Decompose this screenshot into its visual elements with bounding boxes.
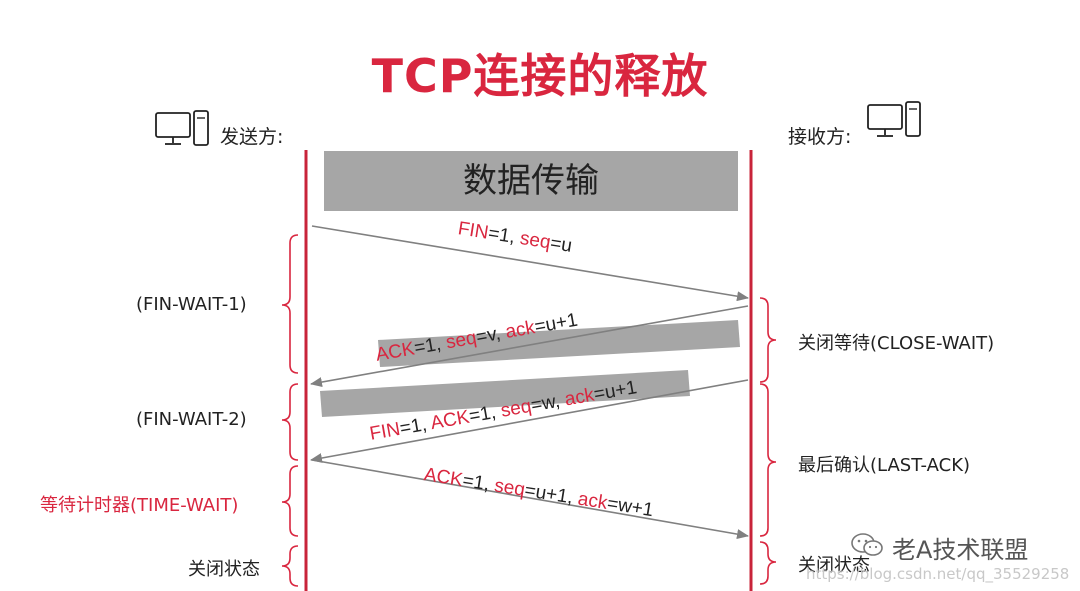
brace-close-wait <box>759 297 777 383</box>
url-watermark: https://blog.csdn.net/qq_35529258 <box>806 565 1070 583</box>
brace-fin-wait-1 <box>281 234 299 374</box>
fin-value: =1, <box>398 413 433 440</box>
ack-flag-value: =1, <box>461 470 497 497</box>
fin-flag: FIN <box>456 218 490 244</box>
sender-label: 发送方: <box>220 126 284 148</box>
brand-watermark: 老A技术联盟 <box>892 536 1029 564</box>
receiver-computer-icon <box>866 100 924 140</box>
receiver-state-close-wait: 关闭等待(CLOSE-WAIT) <box>798 333 995 354</box>
ack-number-field: ack <box>563 384 596 411</box>
sender-state-fin-wait-1: (FIN-WAIT-1) <box>136 294 247 315</box>
sender-computer-icon <box>154 110 212 148</box>
page-title: TCP连接的释放 <box>371 49 709 103</box>
fin1-arrow <box>311 225 749 302</box>
remaining-data-bar-2 <box>320 370 690 417</box>
brace-fin-wait-2 <box>281 383 299 461</box>
brace-time-wait <box>281 465 299 537</box>
sender-state-fin-wait-2: (FIN-WAIT-2) <box>136 409 247 430</box>
data-transfer-label: 数据传输 <box>463 161 599 201</box>
brace-sender-closed <box>281 545 299 587</box>
fin2-arrow <box>310 379 749 463</box>
receiver-state-last-ack: 最后确认(LAST-ACK) <box>798 455 971 476</box>
wechat-icon <box>850 532 884 558</box>
sender-state-closed: 关闭状态 <box>188 559 260 580</box>
data-transfer-bar <box>324 151 738 211</box>
ack1-arrow <box>310 305 749 387</box>
ack2-arrow <box>311 459 749 540</box>
seq-field: seq <box>444 327 479 354</box>
seq-field: seq <box>499 395 533 422</box>
fin-value: =1, <box>486 222 522 249</box>
ack-flag-value: =1, <box>467 401 503 428</box>
ack-flag-value: =1, <box>412 332 448 360</box>
brace-last-ack <box>759 383 777 537</box>
brace-receiver-closed <box>759 541 777 585</box>
seq-field: seq <box>518 227 553 254</box>
seq-value: =w, <box>529 389 567 417</box>
ack-number-field: ack <box>576 488 609 514</box>
fin-flag: FIN <box>368 418 402 445</box>
receiver-label: 接收方: <box>788 126 852 148</box>
seq-value: =v, <box>474 322 508 349</box>
sender-state-time-wait: 等待计时器(TIME-WAIT) <box>40 495 239 516</box>
seq-field: seq <box>492 475 527 501</box>
seq-value: =u <box>548 232 574 257</box>
receiver-state-closed: 关闭状态 <box>798 555 870 576</box>
ack-number-field: ack <box>503 317 537 343</box>
